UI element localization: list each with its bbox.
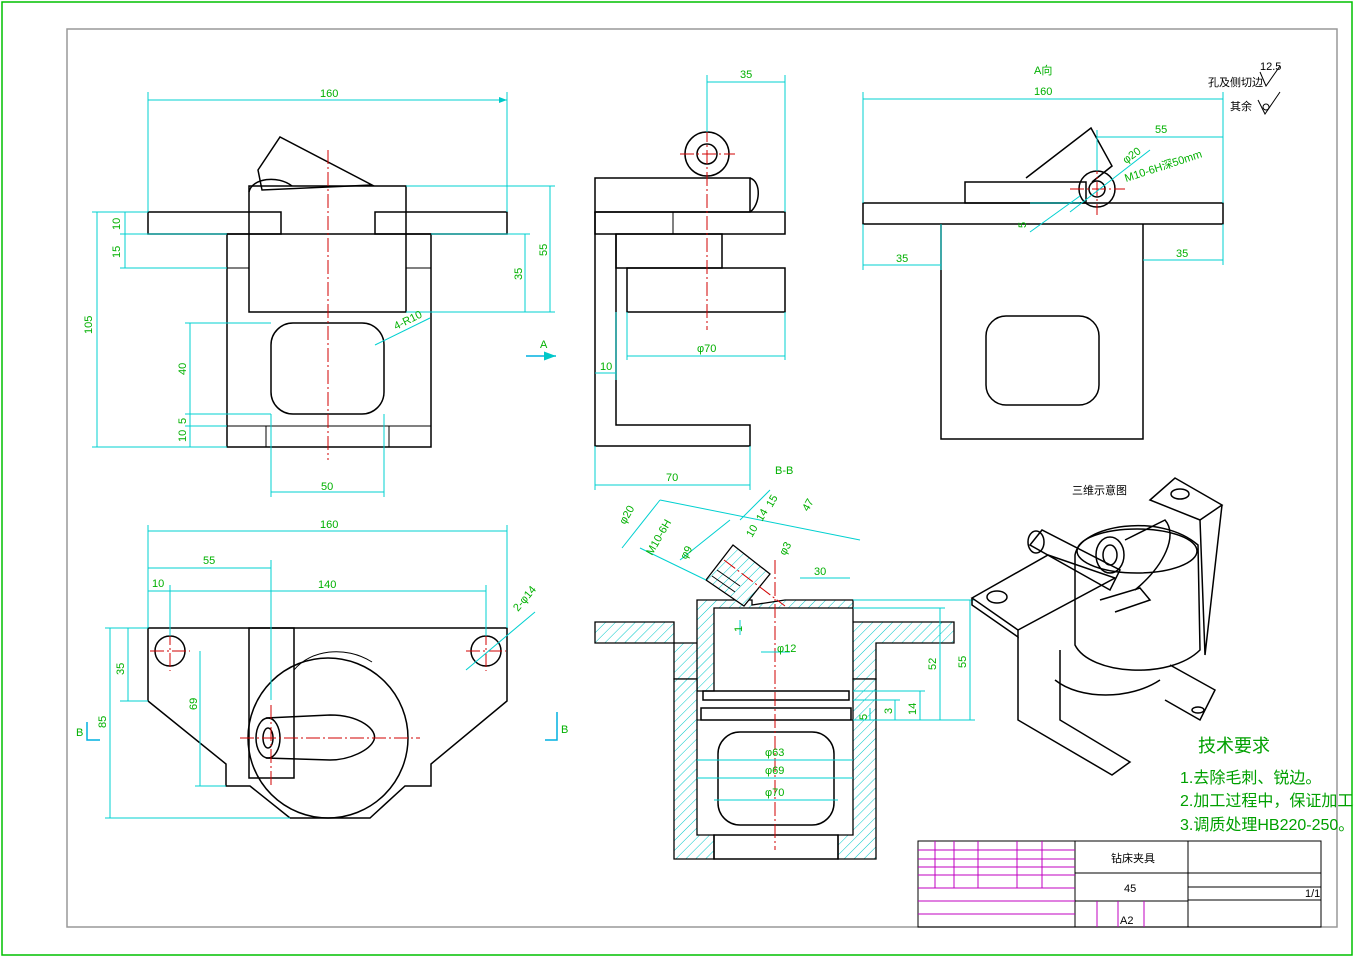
svg-text:105: 105 (83, 316, 95, 334)
part-name: 钻床夹具 (1111, 851, 1155, 865)
svg-text:50: 50 (321, 481, 333, 493)
dim-text: 160 (320, 88, 338, 100)
roughness-symbols: 孔及侧切边 12.5 其余 (1208, 61, 1281, 115)
svg-text:12.5: 12.5 (1260, 61, 1281, 73)
svg-text:φ3: φ3 (777, 540, 794, 557)
svg-text:1/1: 1/1 (1305, 888, 1320, 900)
svg-text:10: 10 (600, 361, 612, 373)
tech-requirements: 技术要求 1.去除毛刺、锐边。 2.加工过程中，保证加工精度。 3.调质处理HB… (1180, 736, 1354, 834)
svg-text:三维示意图: 三维示意图 (1072, 483, 1127, 497)
inner-border (66, 28, 1338, 928)
svg-text:B: B (76, 727, 83, 739)
svg-text:2-φ14: 2-φ14 (511, 584, 539, 614)
front-view: 160 10 15 55 35 105 40 10 5 50 4-R10 A (83, 88, 556, 497)
svg-text:30: 30 (814, 566, 826, 578)
svg-text:φ20: φ20 (617, 504, 637, 527)
svg-text:5: 5 (1017, 222, 1029, 228)
section-label: B-B (775, 465, 793, 477)
svg-text:1.去除毛刺、锐边。: 1.去除毛刺、锐边。 (1180, 769, 1321, 787)
svg-text:69: 69 (188, 698, 200, 710)
svg-text:35: 35 (1176, 248, 1188, 260)
top-view: 160 55 10 140 2-φ14 35 85 69 B B (76, 519, 568, 819)
isometric-view: 三维示意图 (970, 477, 1224, 776)
svg-text:10: 10 (177, 430, 189, 442)
svg-text:35: 35 (740, 69, 752, 81)
svg-text:160: 160 (320, 519, 338, 531)
svg-text:55: 55 (203, 555, 215, 567)
svg-text:47: 47 (800, 497, 817, 514)
svg-text:85: 85 (97, 716, 109, 728)
section-view: B-B φ20 M10-6H (594, 465, 975, 860)
svg-text:10: 10 (152, 578, 164, 590)
svg-text:15: 15 (764, 493, 781, 510)
svg-text:A: A (540, 339, 548, 351)
svg-text:φ12: φ12 (777, 643, 796, 655)
svg-text:3.调质处理HB220-250。: 3.调质处理HB220-250。 (1180, 816, 1354, 834)
svg-text:φ69: φ69 (765, 765, 784, 777)
svg-text:10: 10 (111, 218, 123, 230)
svg-text:φ20: φ20 (1121, 145, 1144, 166)
a-view-label: A向 (1034, 63, 1052, 77)
svg-text:B: B (561, 724, 568, 736)
svg-text:55: 55 (538, 244, 550, 256)
svg-text:φ9: φ9 (678, 544, 695, 561)
a-view: A向 160 55 φ20 M10-6H深50mm 5 35 35 (862, 63, 1224, 440)
svg-text:40: 40 (177, 363, 189, 375)
svg-text:55: 55 (1155, 124, 1167, 136)
svg-text:M10-6H: M10-6H (644, 518, 674, 558)
svg-text:35: 35 (513, 268, 525, 280)
svg-text:5: 5 (858, 714, 870, 720)
svg-text:3: 3 (883, 708, 895, 714)
svg-text:14: 14 (907, 703, 919, 715)
svg-text:φ63: φ63 (765, 747, 784, 759)
svg-text:14: 14 (754, 507, 771, 524)
title-block: 钻床夹具 45 A2 1/1 (917, 840, 1322, 928)
svg-text:技术要求: 技术要求 (1198, 736, 1270, 756)
svg-text:35: 35 (115, 663, 127, 675)
svg-text:其余: 其余 (1230, 99, 1252, 113)
svg-text:70: 70 (666, 472, 678, 484)
svg-text:52: 52 (927, 658, 939, 670)
material: 45 (1124, 883, 1136, 895)
svg-text:10: 10 (744, 523, 761, 540)
svg-text:1: 1 (733, 626, 745, 632)
svg-text:φ70: φ70 (697, 343, 716, 355)
svg-text:2.加工过程中，保证加工精度。: 2.加工过程中，保证加工精度。 (1180, 792, 1354, 810)
svg-text:A2: A2 (1120, 915, 1133, 927)
svg-text:φ70: φ70 (765, 787, 784, 799)
svg-text:55: 55 (957, 656, 969, 668)
svg-text:孔及侧切边: 孔及侧切边 (1208, 76, 1263, 89)
side-view: 35 10 φ70 70 (594, 69, 786, 490)
svg-text:160: 160 (1034, 86, 1052, 98)
svg-text:15: 15 (111, 246, 123, 258)
svg-text:5: 5 (177, 418, 189, 424)
svg-text:35: 35 (896, 253, 908, 265)
svg-text:140: 140 (318, 579, 336, 591)
